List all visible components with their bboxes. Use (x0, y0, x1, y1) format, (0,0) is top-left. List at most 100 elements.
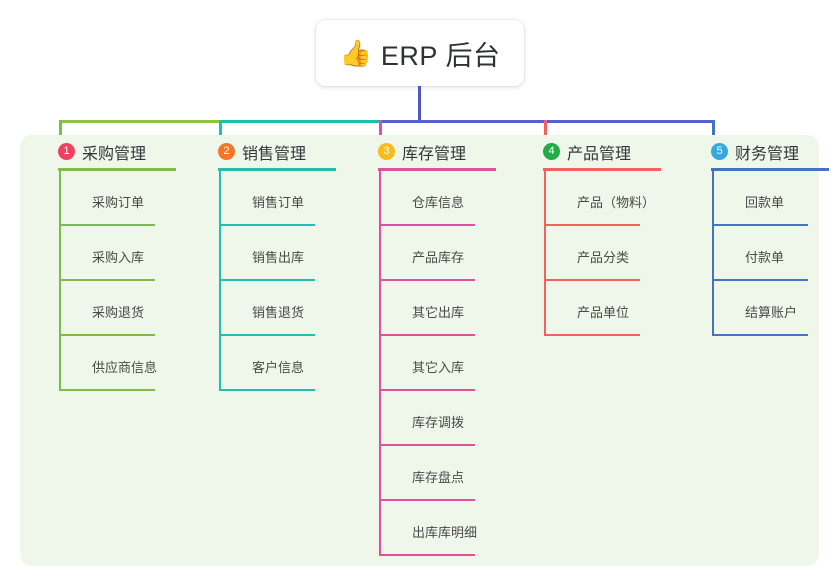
list-item-label: 产品（物料） (577, 195, 656, 210)
list-item-label: 销售退货 (252, 305, 305, 320)
column-header-4[interactable]: 4 产品管理 (525, 135, 685, 168)
column-title-5: 财务管理 (735, 145, 800, 163)
list-item-rule (379, 279, 475, 281)
column-title-2: 销售管理 (242, 145, 307, 163)
column-spine-5 (712, 171, 714, 336)
list-item[interactable]: 销售出库 (219, 226, 359, 281)
column-header-rule-3 (378, 168, 496, 171)
column-4: 4 产品管理产品（物料） 产品分类产品单位 (525, 135, 685, 336)
bus-segment-left (59, 120, 222, 123)
list-item[interactable]: 产品库存 (379, 226, 519, 281)
column-3: 3 库存管理仓库信息产品库存其它出库其它入库库存调拨库存盘点出库库明细 (360, 135, 520, 556)
list-item[interactable]: 产品单位 (544, 281, 684, 336)
column-badge-5: 5 (711, 143, 728, 160)
column-title-3: 库存管理 (402, 145, 467, 163)
list-item-label: 结算账户 (745, 305, 798, 320)
root-title: ERP 后台 (380, 40, 501, 71)
list-item-label: 回款单 (745, 195, 785, 210)
list-item-label: 其它入库 (412, 360, 465, 375)
column-1: 1 采购管理采购订单采购入库采购退货供应商信息 (40, 135, 200, 391)
list-item-rule (379, 389, 475, 391)
column-items-1: 采购订单采购入库采购退货供应商信息 (59, 171, 199, 391)
list-item[interactable]: 采购订单 (59, 171, 199, 226)
list-item-label: 采购退货 (92, 305, 145, 320)
list-item-rule (59, 224, 155, 226)
list-item-label: 产品单位 (577, 305, 630, 320)
thumbs-up-icon: 👍 (339, 38, 372, 68)
list-item[interactable]: 客户信息 (219, 336, 359, 391)
column-badge-1: 1 (58, 143, 75, 160)
column-header-rule-4 (543, 168, 661, 171)
list-item-label: 付款单 (745, 250, 785, 265)
list-item[interactable]: 仓库信息 (379, 171, 519, 226)
bus-segment-right (379, 120, 715, 123)
list-item-rule (219, 279, 315, 281)
list-item-label: 库存盘点 (412, 470, 465, 485)
list-item-label: 客户信息 (252, 360, 305, 375)
list-item-rule (544, 334, 640, 336)
list-item[interactable]: 出库库明细 (379, 501, 519, 556)
list-item-label: 其它出库 (412, 305, 465, 320)
column-items-2: 销售订单销售出库销售退货客户信息 (219, 171, 359, 391)
list-item[interactable]: 采购入库 (59, 226, 199, 281)
column-header-5[interactable]: 5 财务管理 (693, 135, 839, 168)
column-items-5: 回款单付款单结算账户 (712, 171, 839, 336)
column-items-4: 产品（物料） 产品分类产品单位 (544, 171, 684, 336)
list-item-rule (379, 224, 475, 226)
column-title-1: 采购管理 (82, 145, 147, 163)
root-node[interactable]: 👍 ERP 后台 (316, 20, 524, 86)
list-item-rule (59, 279, 155, 281)
list-item-rule (712, 334, 808, 336)
column-header-1[interactable]: 1 采购管理 (40, 135, 200, 168)
column-header-rule-5 (711, 168, 829, 171)
column-header-3[interactable]: 3 库存管理 (360, 135, 520, 168)
list-item[interactable]: 回款单 (712, 171, 839, 226)
list-item-label: 仓库信息 (412, 195, 465, 210)
root-stem (418, 86, 421, 123)
list-item-label: 销售出库 (252, 250, 305, 265)
list-item-label: 产品分类 (577, 250, 630, 265)
list-item[interactable]: 付款单 (712, 226, 839, 281)
list-item[interactable]: 库存盘点 (379, 446, 519, 501)
list-item-rule (379, 499, 475, 501)
list-item-rule (59, 389, 155, 391)
column-header-rule-1 (58, 168, 176, 171)
list-item[interactable]: 供应商信息 (59, 336, 199, 391)
column-title-4: 产品管理 (567, 145, 632, 163)
list-item[interactable]: 产品（物料） (544, 171, 684, 226)
list-item-label: 销售订单 (252, 195, 305, 210)
column-spine-4 (544, 171, 546, 336)
list-item-rule (712, 224, 808, 226)
list-item-rule (379, 554, 475, 556)
column-items-3: 仓库信息产品库存其它出库其它入库库存调拨库存盘点出库库明细 (379, 171, 519, 556)
column-spine-1 (59, 171, 61, 391)
list-item[interactable]: 产品分类 (544, 226, 684, 281)
list-item[interactable]: 采购退货 (59, 281, 199, 336)
column-5: 5 财务管理回款单付款单结算账户 (693, 135, 839, 336)
list-item-rule (712, 279, 808, 281)
list-item-rule (59, 334, 155, 336)
list-item[interactable]: 销售退货 (219, 281, 359, 336)
list-item-rule (219, 224, 315, 226)
list-item[interactable]: 结算账户 (712, 281, 839, 336)
column-spine-3 (379, 171, 381, 556)
column-spine-2 (219, 171, 221, 391)
list-item-rule (544, 224, 640, 226)
column-badge-4: 4 (543, 143, 560, 160)
list-item-label: 采购入库 (92, 250, 145, 265)
list-item-label: 出库库明细 (412, 525, 478, 540)
list-item-rule (219, 334, 315, 336)
list-item-rule (379, 334, 475, 336)
list-item[interactable]: 销售订单 (219, 171, 359, 226)
list-item-label: 库存调拨 (412, 415, 465, 430)
list-item-label: 产品库存 (412, 250, 465, 265)
list-item[interactable]: 其它出库 (379, 281, 519, 336)
list-item[interactable]: 其它入库 (379, 336, 519, 391)
column-badge-3: 3 (378, 143, 395, 160)
list-item[interactable]: 库存调拨 (379, 391, 519, 446)
list-item-rule (379, 444, 475, 446)
